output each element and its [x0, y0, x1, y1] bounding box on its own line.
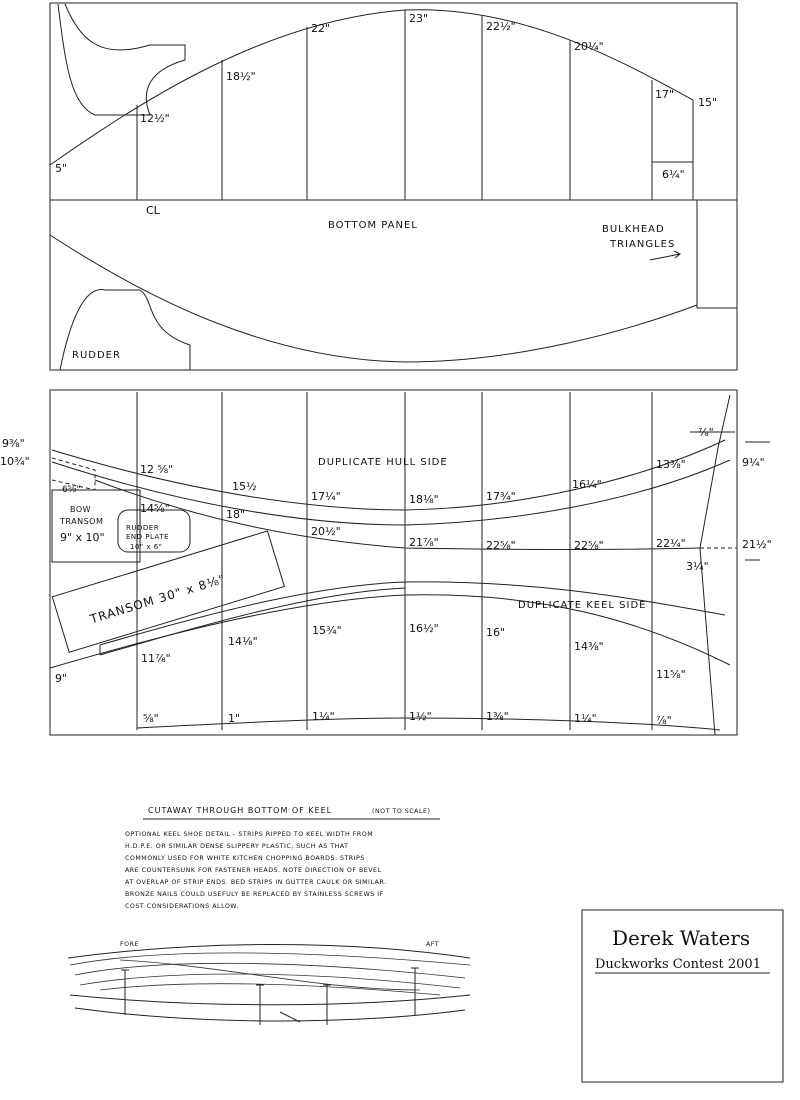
bulkhead-label: BULKHEAD [602, 224, 665, 235]
cutaway-description-line: COST CONSIDERATIONS ALLOW. [125, 903, 239, 910]
cutaway-detail: CUTAWAY THROUGH BOTTOM OF KEEL (NOT TO S… [67, 806, 471, 1025]
dimension-label: ⅝" [143, 712, 159, 725]
rudder-plate-label: RUDDER [126, 524, 159, 532]
dimension-label: 15½ [232, 480, 257, 493]
hull-side-inner [51, 459, 731, 526]
dimension-label: 11⅝" [656, 668, 686, 681]
dimension-label: 18⅛" [409, 493, 439, 506]
rudder-blank [59, 289, 191, 371]
cutaway-description-line: AT OVERLAP OF STRIP ENDS. BED STRIPS IN … [125, 879, 386, 886]
dimension-label: 9¼" [742, 456, 765, 469]
dimension-label: 16¼" [572, 478, 602, 491]
panel-edge-top [49, 9, 694, 166]
width-label: 12½" [140, 112, 170, 125]
dimension-label: 22⅝" [574, 539, 604, 552]
dimension-label: 10¾" [0, 455, 30, 468]
cutaway-note: (NOT TO SCALE) [372, 808, 430, 815]
dimension-label: 20½" [311, 525, 341, 538]
title-block: Derek Waters Duckworks Contest 2001 [581, 909, 784, 1083]
keel-side-upper [99, 581, 726, 646]
dimension-label: 1¼" [312, 710, 335, 723]
stern-edge [699, 394, 731, 736]
dimension-label: 22⅝" [486, 539, 516, 552]
dimension-label: 9" [55, 672, 67, 685]
offset-label: 6¼" [662, 168, 685, 181]
dimension-label: 12 ⅝" [140, 463, 173, 476]
bow-transom-label: TRANSOM [59, 517, 103, 526]
dimension-label: 17¾" [486, 490, 516, 503]
dimension-label: 1" [228, 712, 240, 725]
dimension-label: 13⅜" [656, 458, 686, 471]
hull-side-bottom [94, 479, 701, 550]
keel-side-title: DUPLICATE KEEL SIDE [518, 600, 646, 611]
cutaway-description-line: COMMONLY USED FOR WHITE KITCHEN CHOPPING… [125, 855, 365, 862]
dimension-label: 16" [486, 626, 505, 639]
keel-bottom-edge [69, 994, 471, 1006]
wood-grain [69, 952, 471, 996]
bow-transom-outline [51, 489, 141, 563]
panel-edge-bottom [49, 234, 698, 363]
rudder-label: RUDDER [72, 350, 121, 361]
dimension-label: 1½" [409, 710, 432, 723]
keel-shoe [74, 1007, 466, 1022]
dimension-label: 22¼" [656, 537, 686, 550]
contest-name: Duckworks Contest 2001 [595, 957, 761, 972]
dimension-label: 18" [226, 508, 245, 521]
cutaway-title: CUTAWAY THROUGH BOTTOM OF KEEL [148, 806, 332, 815]
designer-name: Derek Waters [612, 926, 750, 950]
dimension-label: 1¼" [574, 712, 597, 725]
width-label: 5" [55, 162, 67, 175]
width-label: 20¼" [574, 40, 604, 53]
dimension-label: 15¾" [312, 624, 342, 637]
width-label: 17" [655, 88, 674, 101]
hull-side-title: DUPLICATE HULL SIDE [318, 457, 448, 468]
dimension-label: 3¼" [686, 560, 709, 573]
dimension-label: 6⅝" [62, 485, 81, 495]
dimension-label: 21½" [742, 538, 772, 551]
dimension-label: 14⅝" [140, 502, 170, 515]
centerline-mark: CL [146, 204, 161, 217]
width-label: 22½" [486, 20, 516, 33]
bulkhead-label: TRIANGLES [609, 239, 675, 250]
hull-side-top [51, 439, 726, 511]
dimension-label: 21⅞" [409, 536, 439, 549]
dimension-label: ⅞" [698, 426, 714, 439]
dimension-label: 14⅛" [228, 635, 258, 648]
width-label: 15" [698, 96, 717, 109]
dimension-label: 11⅞" [141, 652, 171, 665]
cutaway-description-line: H.D.P.E. OR SIMILAR DENSE SLIPPERY PLAST… [125, 843, 349, 850]
dimension-label: 14⅜" [574, 640, 604, 653]
dimension-label: 17¼" [311, 490, 341, 503]
dimension-label: 16½" [409, 622, 439, 635]
dimension-label: 1⅜" [486, 710, 509, 723]
fore-label: FORE [120, 941, 139, 948]
aft-label: AFT [426, 941, 439, 948]
bow-transom-size: 9" x 10" [60, 531, 105, 544]
bow-transom-label: BOW [70, 505, 91, 514]
width-label: 22" [311, 22, 330, 35]
rudder-plate-size: 10" x 6" [130, 543, 162, 551]
cutaway-description-line: ARE COUNTERSUNK FOR FASTENER HEADS. NOTE… [125, 867, 382, 874]
cutaway-description-line: BRONZE NAILS COULD USEFULY BE REPLACED B… [125, 891, 384, 898]
dimension-label: 9⅜" [2, 437, 25, 450]
arrow-icon [649, 250, 681, 261]
width-label: 18½" [226, 70, 256, 83]
bottom-panel: 5" 12½" 18½" 22" 23" 22½" 20¼" 17" 15" 6… [49, 2, 738, 371]
hull-keel-sheet: BOW TRANSOM 9" x 10" RUDDER END PLATE 10… [0, 389, 772, 736]
rudder-blank-top [57, 3, 186, 116]
keel-top-edge [67, 944, 471, 959]
fasteners [121, 967, 419, 1025]
dimension-label: ⅞" [656, 714, 672, 727]
rudder-plate-outline [117, 509, 191, 553]
bottom-panel-title: BOTTOM PANEL [328, 220, 418, 231]
width-label: 23" [409, 12, 428, 25]
rudder-plate-label: END PLATE [126, 533, 169, 541]
keel-side-bottom [136, 717, 721, 731]
cutaway-description-line: OPTIONAL KEEL SHOE DETAIL - STRIPS RIPPE… [125, 831, 373, 838]
